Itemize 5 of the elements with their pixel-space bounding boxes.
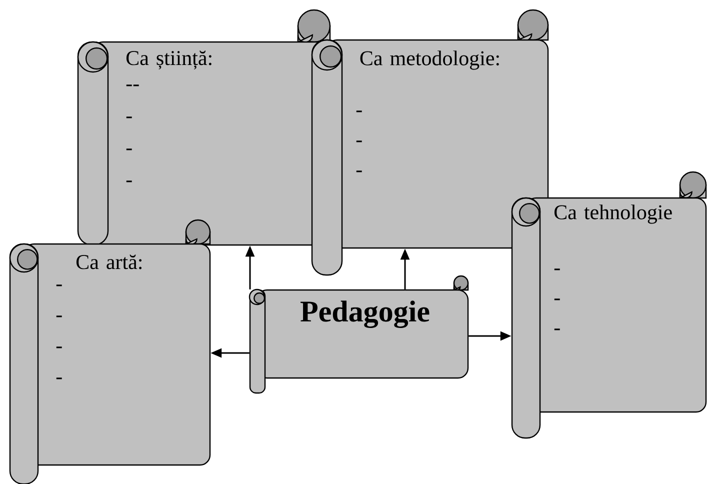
scroll-box: Ca tehnologie - - - (511, 171, 707, 439)
scroll-box: Ca metodologie: - - - (311, 9, 549, 276)
scroll-box: Ca artă: - - - - (9, 219, 211, 484)
scroll-box: Ca știință: -- - - - (77, 9, 331, 246)
scroll-box: Pedagogie (248, 275, 469, 394)
